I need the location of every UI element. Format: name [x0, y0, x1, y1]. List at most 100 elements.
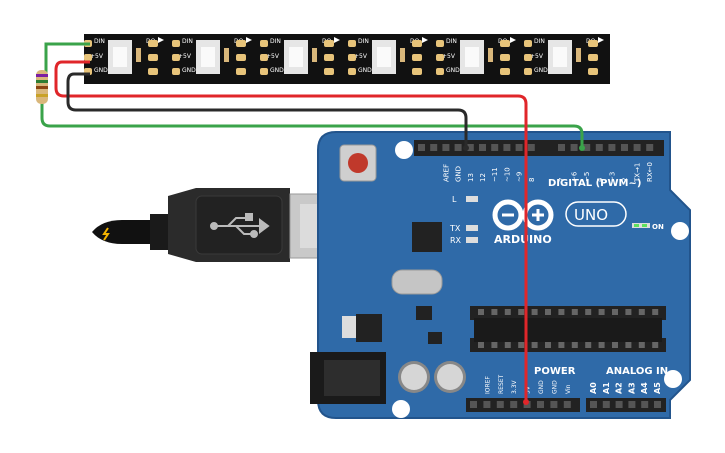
strip-pad: [260, 40, 268, 47]
strip-pad: [260, 68, 268, 75]
header-pin-hole[interactable]: [510, 401, 518, 408]
led-l: [466, 196, 478, 202]
wire-end-gnd: [463, 145, 469, 151]
usb-icon: [210, 213, 270, 238]
power-analog-header-holes: [470, 401, 661, 408]
header-pin-hole[interactable]: [503, 144, 511, 151]
arrow-right-icon: [334, 37, 340, 43]
digital-header-holes: [418, 144, 654, 151]
on-led: [634, 224, 639, 227]
strip-pad: [524, 40, 532, 47]
header-pin-hole[interactable]: [491, 144, 499, 151]
header-pin-hole[interactable]: [583, 144, 591, 151]
header-pin-hole[interactable]: [537, 401, 544, 408]
rgb-led-die: [113, 47, 127, 67]
uno-badge: [565, 201, 627, 227]
header-pin-hole[interactable]: [483, 401, 491, 408]
strip-pad: [148, 40, 158, 47]
header-pin-hole[interactable]: [646, 144, 654, 151]
strip-pad: [412, 54, 422, 61]
led-strip-segments: DIN+5VGNDDODIN+5VGNDDODIN+5VGNDDODIN+5VG…: [84, 37, 604, 75]
arrow-right-icon: [158, 37, 164, 43]
header-pin-hole[interactable]: [515, 144, 523, 151]
strip-pad: [588, 40, 598, 47]
header-pin-hole[interactable]: [595, 144, 603, 151]
analog-pin-label: A3: [627, 382, 636, 394]
header-pin-hole[interactable]: [621, 144, 628, 151]
header-pin-hole[interactable]: [550, 401, 558, 408]
digital-pin-label: TX→1: [634, 163, 642, 183]
strip-pad: [324, 54, 334, 61]
resistor[interactable]: [36, 70, 48, 104]
usb-strain-relief: [150, 214, 170, 250]
header-pin-hole[interactable]: [563, 401, 571, 408]
digital-pin-label: 8: [528, 178, 536, 182]
resistor-band: [36, 86, 48, 89]
digital-pin-label: 2: [621, 178, 629, 182]
power-pin-label: 3.3V: [511, 379, 518, 394]
digital-pin-label: 13: [467, 173, 475, 182]
header-pin-hole[interactable]: [654, 401, 661, 408]
header-pin-hole[interactable]: [570, 144, 578, 151]
mounting-hole: [671, 222, 689, 240]
rgb-led-die: [201, 47, 215, 67]
header-pin-hole[interactable]: [418, 144, 425, 151]
wire-data[interactable]: [40, 100, 584, 148]
wire-5v[interactable]: [54, 60, 528, 400]
strip-pad: [172, 68, 180, 75]
wire-gnd[interactable]: [66, 72, 468, 148]
header-pin-hole[interactable]: [641, 401, 649, 408]
strip-vcc-label: +5V: [354, 53, 368, 60]
arrow-right-icon: [598, 37, 604, 43]
usb-chip: [412, 222, 442, 252]
power-pin-label: Vin: [565, 384, 572, 394]
strip-pad: [588, 54, 598, 61]
header-pin-hole[interactable]: [628, 401, 636, 408]
header-pin-hole[interactable]: [466, 144, 474, 151]
strip-pad: [260, 54, 268, 61]
model-label: UNO: [574, 206, 608, 224]
resistor-band: [36, 94, 48, 97]
analog-pin-label: A4: [640, 382, 649, 394]
strip-vcc-label: +5V: [442, 53, 456, 60]
header-pin-hole[interactable]: [615, 401, 623, 408]
power-header[interactable]: [466, 398, 580, 412]
header-pin-hole[interactable]: [442, 144, 450, 151]
header-pin-hole[interactable]: [430, 144, 438, 151]
header-pin-hole[interactable]: [558, 144, 565, 151]
on-led-housing: [632, 223, 650, 228]
strip-pad: [348, 68, 356, 75]
header-pin-hole[interactable]: [470, 401, 477, 408]
strip-din-label: DIN: [94, 38, 105, 45]
arrow-right-icon: [510, 37, 516, 43]
digital-pin-label: GND: [455, 166, 463, 182]
regulator-tab: [342, 316, 356, 338]
wire-data-top[interactable]: [44, 42, 90, 78]
brand-label: ARDUINO: [494, 233, 552, 246]
strip-din-label: DIN: [182, 38, 193, 45]
header-pin-hole[interactable]: [479, 144, 486, 151]
header-pin-hole[interactable]: [527, 144, 535, 151]
small-transistor: [428, 332, 442, 344]
strip-vcc-label: +5V: [90, 53, 104, 60]
strip-pad: [588, 68, 598, 75]
header-pin-hole[interactable]: [602, 401, 610, 408]
strip-pad: [236, 40, 246, 47]
strip-capacitor: [488, 48, 493, 62]
header-pin-hole[interactable]: [633, 144, 641, 151]
strip-gnd-label: GND: [358, 67, 372, 74]
header-pin-hole[interactable]: [496, 401, 504, 408]
reset-button[interactable]: [348, 153, 368, 173]
header-pin-hole[interactable]: [454, 144, 462, 151]
led-strip-pcb: [84, 34, 610, 84]
strip-pad: [524, 68, 532, 75]
strip-din-label: DIN: [270, 38, 281, 45]
led-strip[interactable]: DIN+5VGNDDODIN+5VGNDDODIN+5VGNDDODIN+5VG…: [84, 34, 610, 84]
strip-capacitor: [224, 48, 229, 62]
digital-pin-label: RX←0: [646, 162, 654, 182]
strip-pad: [412, 68, 422, 75]
header-pin-hole[interactable]: [608, 144, 616, 151]
header-pin-hole[interactable]: [590, 401, 597, 408]
